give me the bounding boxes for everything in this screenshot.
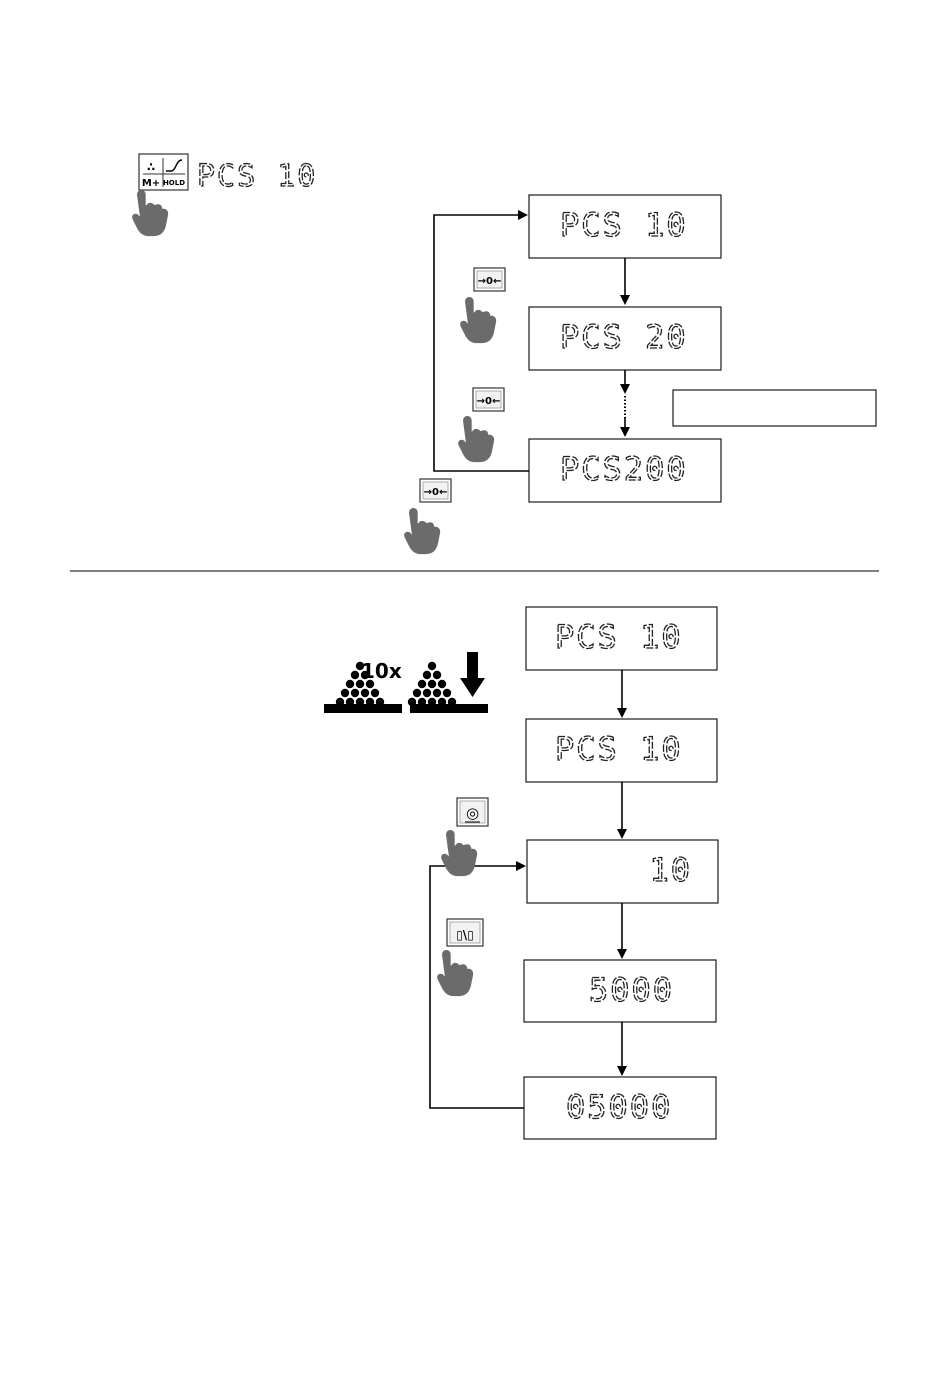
- intro-display-text: PCS 10: [197, 159, 317, 194]
- m-plus-label: M+: [142, 178, 160, 189]
- down-arrow-icon: [460, 678, 485, 697]
- display-value: 05000: [566, 1088, 672, 1126]
- zero-key[interactable]: →0←: [474, 268, 505, 291]
- display-box-05000: 05000: [524, 1077, 716, 1139]
- display-box-pcs-10: PCS 10: [526, 719, 717, 782]
- zero-key-label: →0←: [424, 487, 448, 498]
- display-box-pcs-10: PCS 10: [526, 607, 717, 670]
- display-value: PCS 20: [560, 318, 688, 356]
- display-box-pcs-20: PCS 20: [529, 307, 721, 370]
- count-hold-key[interactable]: ∴ M+ HOLD: [139, 154, 188, 190]
- note-box: [673, 390, 876, 426]
- hand-press-icon: [437, 950, 473, 996]
- hand-press-icon: [441, 830, 477, 876]
- sample-count-label: 10x: [361, 659, 402, 683]
- switch-icon: ▯\▯: [456, 928, 474, 942]
- sample-on-scale-icon: 10x: [324, 659, 402, 713]
- pcs-symbol-icon: ∴: [147, 160, 155, 174]
- display-value: PCS 10: [555, 618, 683, 656]
- display-value: PCS 10: [560, 206, 688, 244]
- zero-key-label: →0←: [477, 396, 501, 407]
- display-box-pcs-200: PCS200: [529, 439, 721, 502]
- display-value: 10: [649, 851, 692, 889]
- switch-key[interactable]: ▯\▯: [447, 919, 483, 946]
- display-value: PCS 10: [555, 730, 683, 768]
- zero-key[interactable]: →0←: [420, 479, 451, 502]
- hand-press-icon: [458, 416, 494, 462]
- zero-key[interactable]: →0←: [473, 388, 504, 411]
- display-value: PCS200: [560, 450, 688, 488]
- display-box-pcs-10: PCS 10: [529, 195, 721, 258]
- zero-key-label: →0←: [478, 276, 502, 287]
- hold-label: HOLD: [163, 179, 185, 187]
- hand-press-icon: [460, 297, 496, 343]
- display-value: 5000: [589, 971, 674, 1009]
- load-on-scale-icon: [408, 652, 488, 713]
- print-icon: ◎: [466, 804, 479, 822]
- display-box-10: 10: [527, 840, 718, 903]
- print-key[interactable]: ◎: [457, 798, 488, 826]
- display-box-5000: 5000: [524, 960, 716, 1022]
- hand-press-icon: [132, 190, 168, 236]
- hand-press-icon: [404, 508, 440, 554]
